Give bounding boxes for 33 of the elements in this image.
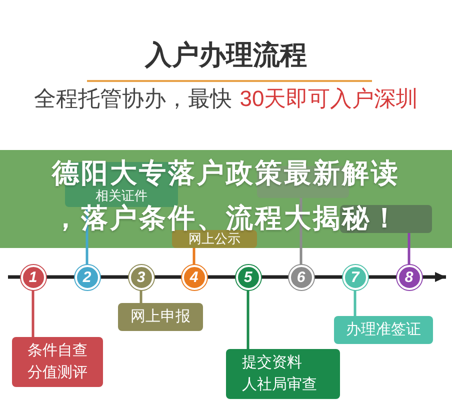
timeline-arrow (422, 272, 446, 282)
step-label: 相关证件 (96, 189, 148, 203)
step-box (118, 303, 203, 331)
step-box (226, 349, 340, 399)
timeline-line (206, 275, 236, 279)
step-box (12, 337, 103, 387)
step-label: 条件自查 (28, 341, 88, 361)
connector-line (354, 290, 356, 316)
connector-line (140, 290, 142, 303)
step-box (334, 316, 433, 344)
subtitle: 全程托管协办，最快 (34, 85, 232, 113)
connector-line (32, 290, 34, 337)
step-label: 人社局审查 (242, 375, 317, 395)
timeline-line (260, 275, 288, 279)
timeline-line (46, 275, 74, 279)
title: 入户办理流程 (144, 39, 308, 72)
timeline-line (368, 275, 396, 279)
timeline-line (8, 275, 20, 279)
timeline-line (154, 275, 182, 279)
step-label: 办理准签证 (346, 320, 421, 340)
connector-line (408, 233, 410, 264)
timeline-line (100, 275, 128, 279)
connector-line (246, 290, 250, 349)
step-label: 网上申报 (130, 307, 190, 327)
step-box (172, 230, 257, 248)
banner-headline: 德阳大专落户政策最新解读 (52, 159, 400, 187)
overlay-banner (0, 150, 452, 248)
step-label: 网上公示 (188, 232, 240, 246)
highlight-text: 30天即可入户深圳 (240, 85, 418, 113)
timeline-line (314, 275, 342, 279)
connector-line (192, 248, 196, 264)
step-label: 分值测评 (28, 363, 88, 383)
step-label: 提交资料 (242, 353, 302, 373)
